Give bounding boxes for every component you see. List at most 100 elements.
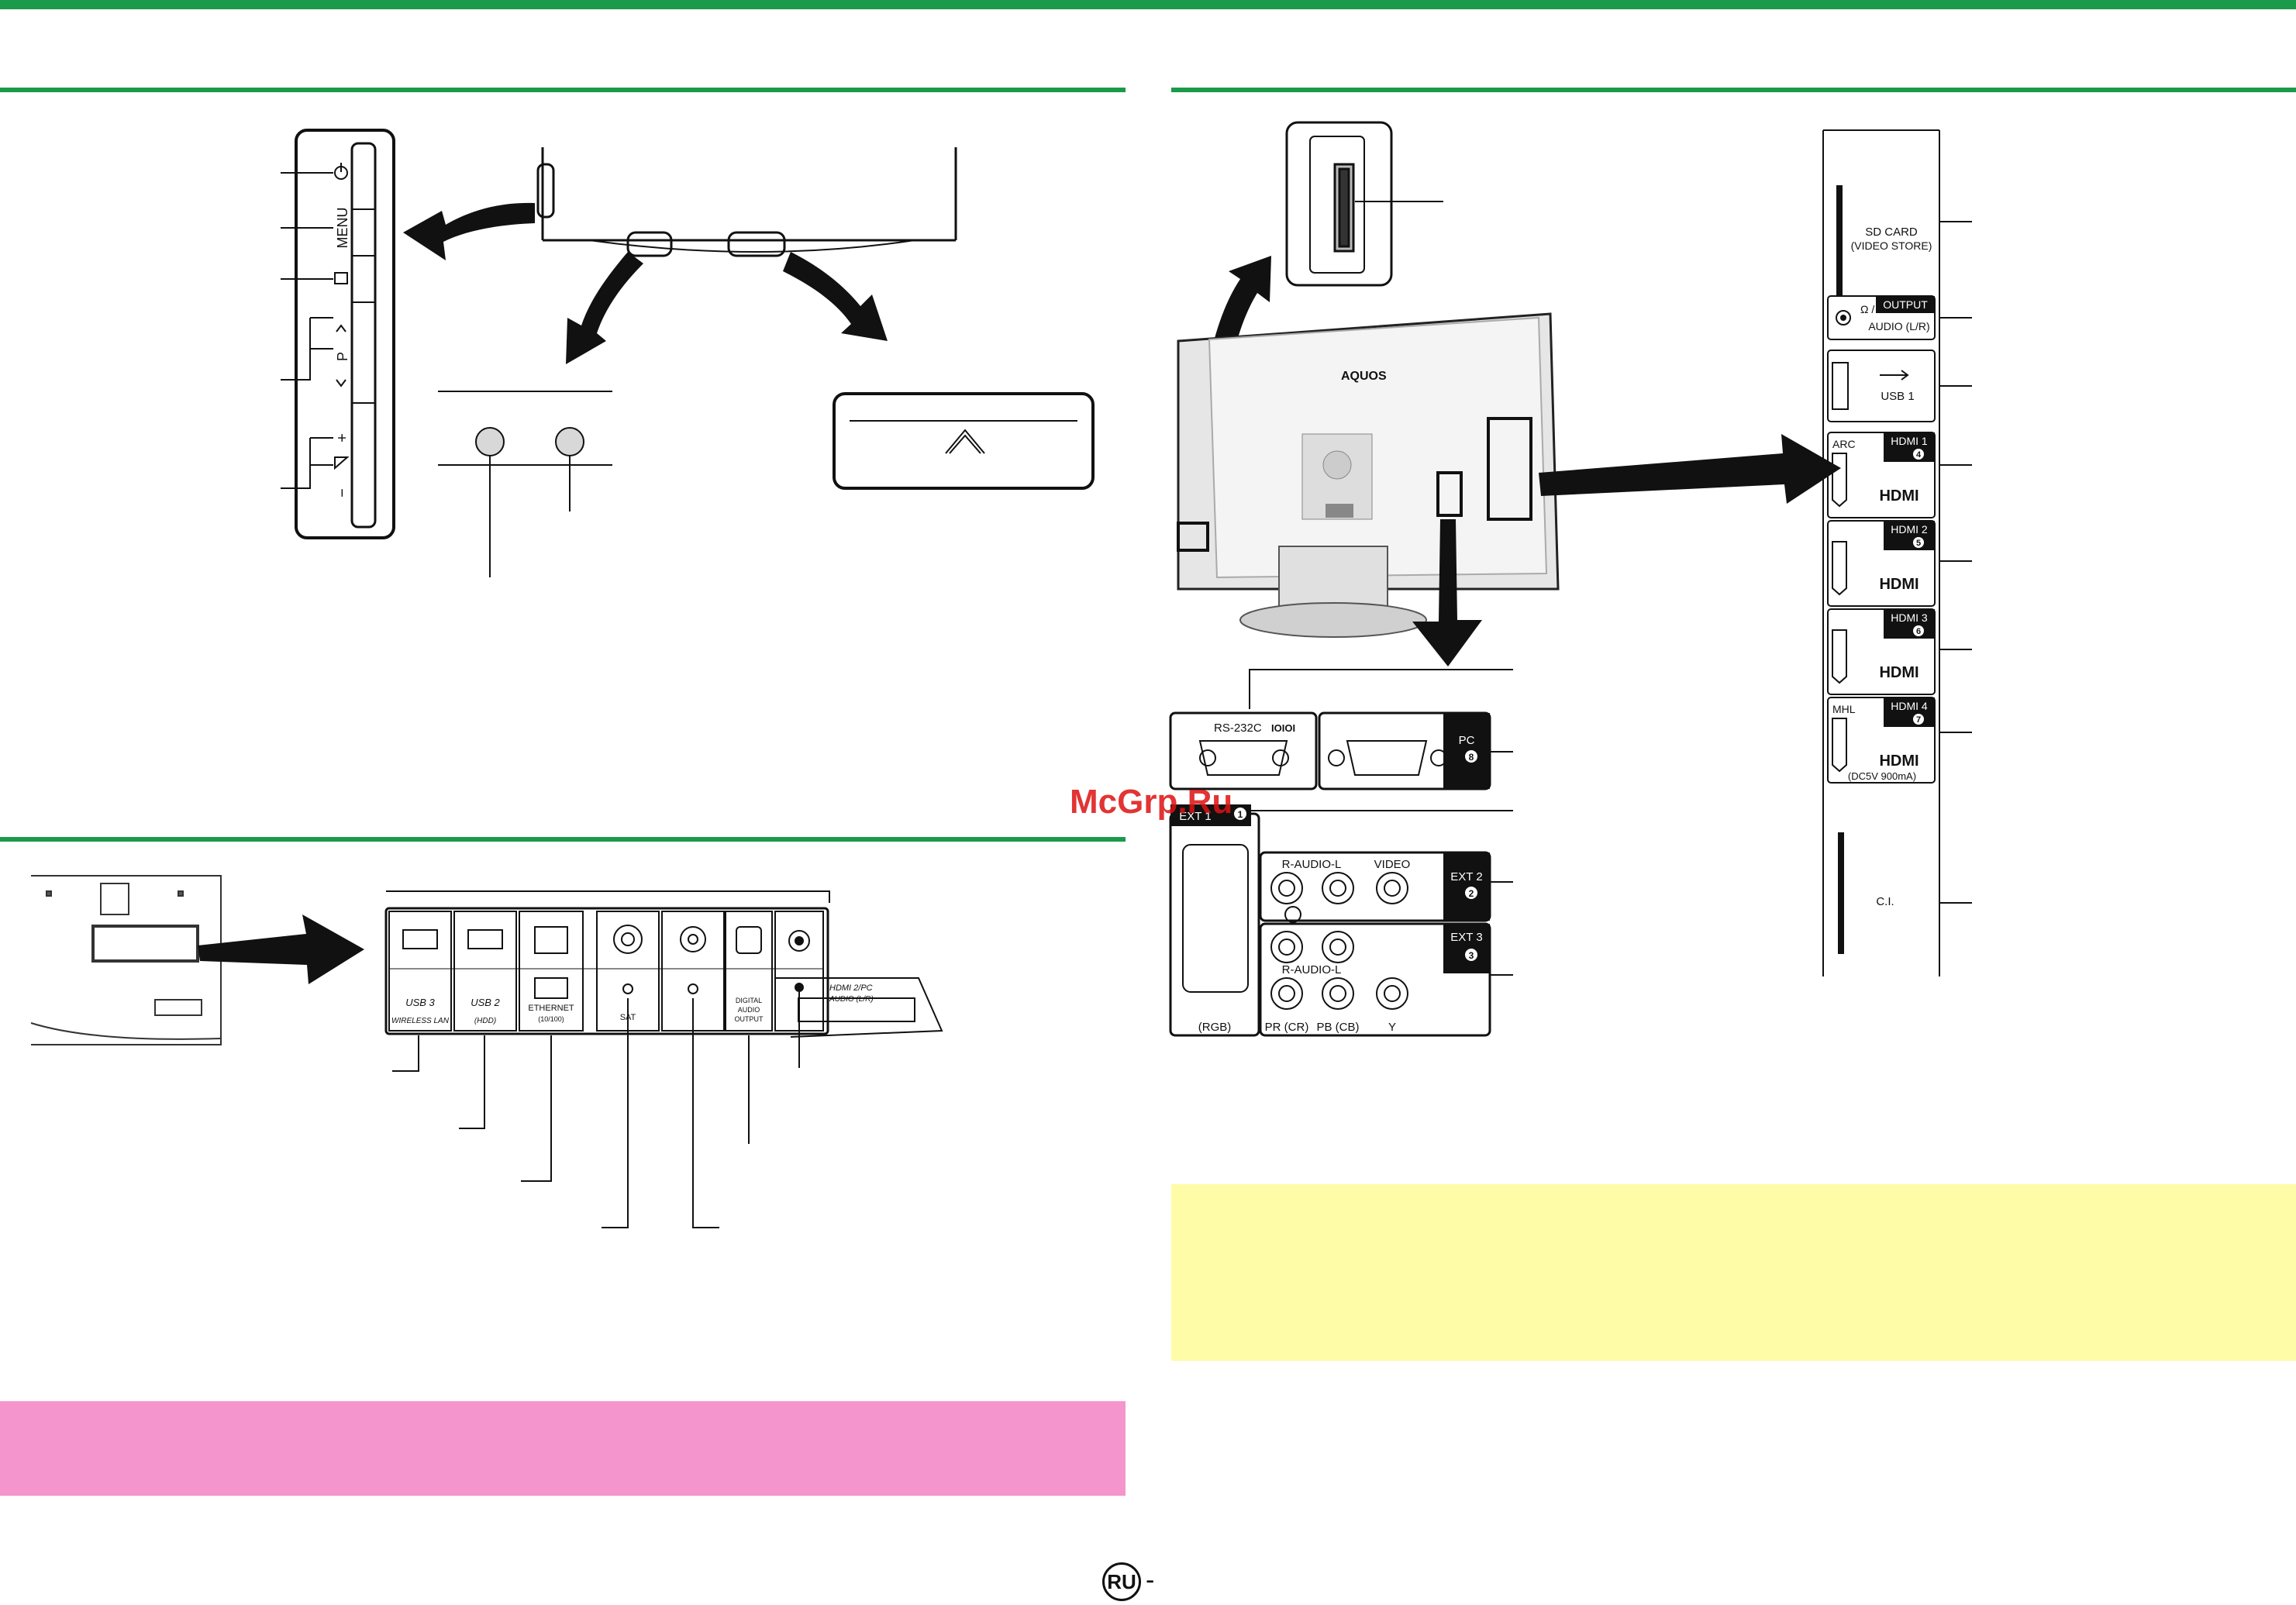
- arrow-down-icon: [1412, 519, 1482, 666]
- pc-num-circle: [1465, 750, 1477, 763]
- hdmi-logo: HDMI: [1879, 753, 1919, 770]
- ext2-badge: EXT 2: [1450, 870, 1482, 883]
- ext3-badge: EXT 3: [1450, 931, 1482, 944]
- arrow-down-left-icon: [566, 252, 643, 364]
- video-label: VIDEO: [1374, 858, 1411, 871]
- usb3-label: USB 3: [405, 997, 435, 1008]
- hdmi-badge-bg: [1884, 521, 1935, 550]
- hdmi-top-left-label: MHL: [1832, 703, 1856, 715]
- digital-label: DIGITAL: [736, 997, 762, 1004]
- output-label: OUTPUT: [735, 1015, 764, 1023]
- logo-light-closeup: [833, 392, 1095, 490]
- bottom-terminal-panel: [384, 890, 943, 1228]
- hdmi-badge: HDMI 3: [1891, 611, 1928, 624]
- bottom-terminal-labels: USB 3 WIRELESS LAN USB 2 (HDD) ETHERNET …: [391, 983, 874, 1025]
- tv-corner-thumbnail: [30, 875, 222, 1045]
- volume-minus-label: −: [334, 488, 351, 498]
- section-rule-right-top: [1171, 88, 2296, 92]
- ext2-badge-bg: [1443, 852, 1490, 921]
- hdmi-num-circle: [1913, 625, 1924, 636]
- tv-rear-body: AQUOS: [1177, 312, 1560, 638]
- hdmi-num: 5: [1916, 539, 1921, 548]
- page-footer: RU-: [1102, 1562, 1154, 1601]
- pc-badge: PC: [1459, 734, 1475, 747]
- hdmi-badge-bg: [1884, 432, 1935, 462]
- hdmi-top-left-label: ARC: [1832, 438, 1856, 450]
- ext2-num-circle: [1465, 887, 1477, 899]
- section-rule-left-bottom: [0, 837, 1126, 842]
- hdmi-num-circle: [1913, 714, 1924, 725]
- top-green-rule: [0, 0, 2296, 9]
- yellow-note-box: [1171, 1184, 2296, 1361]
- front-arrows: [403, 202, 888, 364]
- ext2-num: 2: [1469, 888, 1474, 899]
- ethernet-label: ETHERNET: [528, 1004, 574, 1013]
- pb-label: PB (CB): [1316, 1021, 1359, 1034]
- hdmi-badge-bg: [1884, 609, 1935, 639]
- input-icon: [334, 272, 348, 284]
- volume-plus-label: +: [334, 433, 351, 443]
- rear-terminal-labels: RS-232C IOIOI PC 8 EXT 1 1 (RGB) R-AUDIO…: [1170, 713, 1490, 1034]
- y-label: Y: [1388, 1021, 1396, 1034]
- hdmi2pc-label: HDMI 2/PC: [829, 983, 873, 993]
- menu-label: MENU: [335, 208, 350, 249]
- arrow-down-right-icon: [783, 252, 888, 341]
- hdmi-num: 4: [1916, 450, 1922, 460]
- ethernet-sub: (10/100): [538, 1015, 564, 1023]
- usb3-sub: WIRELESS LAN: [391, 1017, 450, 1025]
- pr-label: PR (CR): [1265, 1021, 1309, 1034]
- rear-terminal-panel: [1169, 669, 1513, 1037]
- watermark: McGrp.Ru: [1070, 783, 1233, 821]
- tv-bottom-outline: [536, 147, 957, 257]
- usb2-label: USB 2: [471, 997, 500, 1008]
- hdmi-badge: HDMI 2: [1891, 523, 1928, 536]
- usb1-label: USB 1: [1881, 390, 1914, 403]
- volume-icon: [334, 456, 350, 470]
- video-store-label: (VIDEO STORE): [1851, 239, 1932, 252]
- channel-label: P: [335, 352, 350, 361]
- hdmi-num-circle: [1913, 449, 1924, 460]
- chevron-down-icon: [336, 379, 346, 387]
- hdmi-power-label: (DC5V 900mA): [1848, 770, 1916, 782]
- front-control-panel: [281, 129, 395, 539]
- language-badge: RU: [1102, 1562, 1141, 1601]
- usb-icon: [1880, 370, 1909, 381]
- sd-card-label: SD CARD: [1865, 226, 1918, 239]
- pc-badge-bg: [1443, 713, 1490, 789]
- pc-num: 8: [1469, 752, 1474, 763]
- r-audio-l-label: R-AUDIO-L: [1282, 858, 1342, 871]
- sd-closeup: [1285, 121, 1443, 287]
- ext1-num: 1: [1238, 809, 1243, 820]
- front-panel-symbols: MENU P + −: [334, 163, 351, 498]
- ext1-num-circle: [1234, 808, 1246, 820]
- hdmi-logo: HDMI: [1879, 576, 1919, 593]
- hdmi-logo: HDMI: [1879, 664, 1919, 681]
- side-terminal-panel: [1822, 129, 1972, 976]
- hdmi-badge-bg: [1884, 697, 1935, 727]
- pink-note-box: [0, 1401, 1126, 1496]
- hdmi-logo: HDMI: [1879, 487, 1919, 505]
- section-rule-left-top: [0, 88, 1126, 92]
- hdmi-num-circle: [1913, 537, 1924, 548]
- ext3-num: 3: [1469, 950, 1474, 961]
- page-dash: -: [1146, 1565, 1155, 1595]
- audio-lr-label: AUDIO (L/R): [1868, 320, 1929, 332]
- arrow-right-icon: [198, 914, 364, 984]
- sat-label: SAT: [620, 1013, 636, 1022]
- rgb-label: (RGB): [1198, 1021, 1232, 1034]
- ci-label: C.I.: [1876, 895, 1894, 908]
- side-panel-labels: SD CARD (VIDEO STORE) OUTPUT Ω / AUDIO (…: [1851, 226, 1935, 403]
- sensor-closeup: [438, 391, 612, 577]
- usb2-sub: (HDD): [474, 1017, 496, 1025]
- r-audio-l-label-2: R-AUDIO-L: [1282, 963, 1342, 976]
- output-badge-bg: [1876, 296, 1935, 313]
- hdmi-num: 6: [1916, 627, 1921, 636]
- rs232c-icon: IOIOI: [1271, 722, 1295, 734]
- hdmi-badge: HDMI 1: [1891, 435, 1928, 447]
- rs232c-label: RS-232C: [1214, 722, 1262, 735]
- ext3-badge-bg: [1443, 924, 1490, 973]
- chevron-up-icon: [336, 324, 346, 332]
- audio-label: AUDIO: [738, 1006, 760, 1014]
